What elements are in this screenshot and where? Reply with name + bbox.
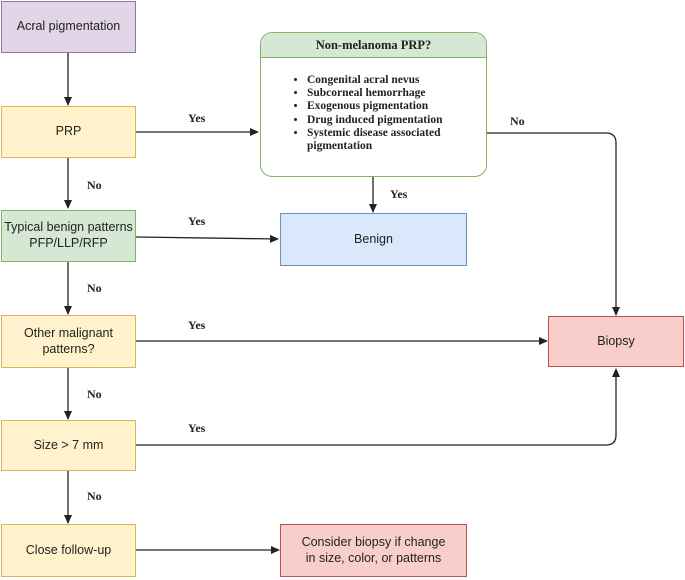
edge-label-nonmelanoma-no: No bbox=[510, 114, 525, 128]
edge-label-size-no: No bbox=[87, 489, 102, 503]
list-item: Drug induced pigmentation bbox=[307, 114, 486, 127]
edge-label-other-yes: Yes bbox=[188, 318, 206, 332]
list-item: Congenital acral nevus bbox=[307, 74, 486, 87]
list-item: Exogenous pigmentation bbox=[307, 100, 486, 113]
arrow-nonmelanoma-biopsy bbox=[487, 132, 620, 316]
prp-label: PRP bbox=[55, 124, 82, 139]
acral-pigmentation-label: Acral pigmentation bbox=[16, 19, 121, 34]
list-item: Systemic disease associated pigmentation bbox=[307, 127, 486, 153]
non-melanoma-prp-title: Non-melanoma PRP? bbox=[261, 33, 486, 58]
list-item: Subcorneal hemorrhage bbox=[307, 87, 486, 100]
edge-label-prp-yes: Yes bbox=[188, 111, 206, 125]
typical-benign-label-line1: Typical benign patterns bbox=[4, 220, 133, 235]
size-node: Size > 7 mm bbox=[1, 420, 136, 471]
benign-node: Benign bbox=[280, 213, 467, 266]
close-follow-up-node: Close follow-up bbox=[1, 524, 136, 577]
biopsy-node: Biopsy bbox=[548, 316, 684, 367]
acral-pigmentation-node: Acral pigmentation bbox=[1, 1, 136, 53]
edge-label-typical-yes: Yes bbox=[188, 214, 206, 228]
edge-label-size-yes: Yes bbox=[188, 421, 206, 435]
size-label: Size > 7 mm bbox=[33, 437, 104, 452]
other-malignant-label-line2: patterns? bbox=[42, 341, 95, 356]
non-melanoma-prp-list: Congenital acral nevus Subcorneal hemorr… bbox=[261, 74, 486, 153]
other-malignant-label-line1: Other malignant bbox=[24, 325, 113, 340]
consider-biopsy-label-line2: in size, color, or patterns bbox=[305, 550, 442, 565]
consider-biopsy-label-line1: Consider biopsy if change bbox=[301, 534, 446, 549]
close-follow-up-label: Close follow-up bbox=[25, 542, 112, 557]
prp-node: PRP bbox=[1, 106, 136, 158]
consider-biopsy-node: Consider biopsy if change in size, color… bbox=[280, 524, 467, 577]
edge-label-other-no: No bbox=[87, 387, 102, 401]
edge-label-prp-no: No bbox=[87, 178, 102, 192]
edge-label-nonmelanoma-yes: Yes bbox=[390, 187, 408, 201]
arrow-size-biopsy bbox=[136, 368, 620, 446]
typical-benign-label-line2: PFP/LLP/RFP bbox=[29, 236, 108, 250]
edge-label-typical-no: No bbox=[87, 281, 102, 295]
arrow-typical-benign bbox=[135, 234, 279, 243]
biopsy-label: Biopsy bbox=[597, 333, 635, 348]
other-malignant-patterns-node: Other malignant patterns? bbox=[1, 315, 136, 368]
benign-label: Benign bbox=[354, 231, 393, 246]
typical-benign-patterns-node: Typical benign patterns PFP/LLP/RFP bbox=[1, 210, 136, 262]
non-melanoma-prp-node: Non-melanoma PRP? Congenital acral nevus… bbox=[260, 32, 487, 177]
